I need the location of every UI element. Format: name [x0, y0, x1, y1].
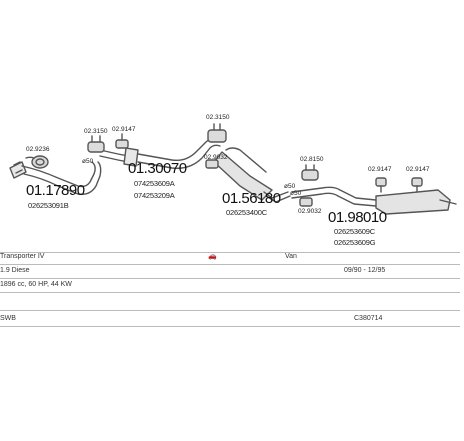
hanger-label-5: 02.9032: [298, 208, 322, 215]
oe-code-front-pipe: 026253091B: [28, 201, 69, 210]
spec-rule-5: [0, 310, 460, 311]
oe-code-center-silencer: 026253400C: [226, 208, 267, 217]
hanger-label-8: 02.9147: [406, 166, 430, 173]
oe-code-mid-pipe-1: 074253609A: [134, 179, 175, 188]
hanger-02-3150-a: [87, 135, 105, 153]
hanger-02-9147-b: [375, 177, 387, 193]
hanger-02-9147-c: [411, 177, 423, 193]
hanger-02-3150-b: [207, 123, 227, 143]
diameter-label-1: ø50: [82, 158, 94, 165]
hanger-label-6: 02.8150: [300, 156, 324, 163]
clamp-02-9236: [31, 155, 49, 169]
oe-code-rear-silencer-1: 026253609C: [334, 227, 375, 236]
spec-rule-3: [0, 278, 460, 279]
hanger-label-3: 02.3150: [206, 114, 230, 121]
exhaust-diagram: 01.17890 026253091B 02.9236 02.3150 02.9…: [9, 114, 457, 247]
hanger-02-8150: [301, 164, 319, 181]
hanger-label-1: 02.3150: [84, 128, 108, 135]
hanger-02-9032-b: [299, 197, 313, 207]
spec-rule-1: [0, 252, 460, 253]
spec-model: Transporter IV: [0, 253, 45, 260]
hanger-02-9032-a: [205, 159, 219, 169]
hanger-label-7: 02.9147: [368, 166, 392, 173]
spec-engine: 1.9 Diese: [0, 267, 30, 274]
part-number-rear-silencer: 01.98010: [328, 209, 387, 226]
rear-silencer: [291, 186, 457, 215]
clamp-label: 02.9236: [26, 146, 50, 153]
spec-wheelbase: SWB: [0, 315, 16, 322]
spec-rule-4: [0, 292, 460, 293]
spec-rule-6: [0, 326, 460, 327]
spec-rule-2: [0, 264, 460, 265]
hanger-label-4: 02.9032: [204, 154, 228, 161]
spec-catalog: C380714: [354, 315, 383, 322]
part-number-mid-pipe: 01.30070: [128, 160, 187, 177]
exhaust-drawing: [9, 123, 457, 215]
front-pipe: [9, 156, 102, 196]
diameter-label-3: ø50: [290, 190, 302, 197]
hanger-02-9147-a: [115, 133, 129, 149]
spec-years: 09/90 - 12/95: [344, 267, 386, 274]
spec-power: 1896 cc, 60 HP, 44 KW: [0, 281, 72, 288]
oe-code-rear-silencer-2: 026253609G: [334, 238, 376, 247]
part-number-center-silencer: 01.56180: [222, 190, 281, 207]
part-number-front-pipe: 01.17890: [26, 182, 85, 199]
diameter-label-2: ø50: [284, 183, 296, 190]
car-icon: 🚗: [208, 253, 217, 260]
oe-code-mid-pipe-2: 074253209A: [134, 191, 175, 200]
hanger-label-2: 02.9147: [112, 126, 136, 133]
spec-body: Van: [285, 253, 297, 260]
